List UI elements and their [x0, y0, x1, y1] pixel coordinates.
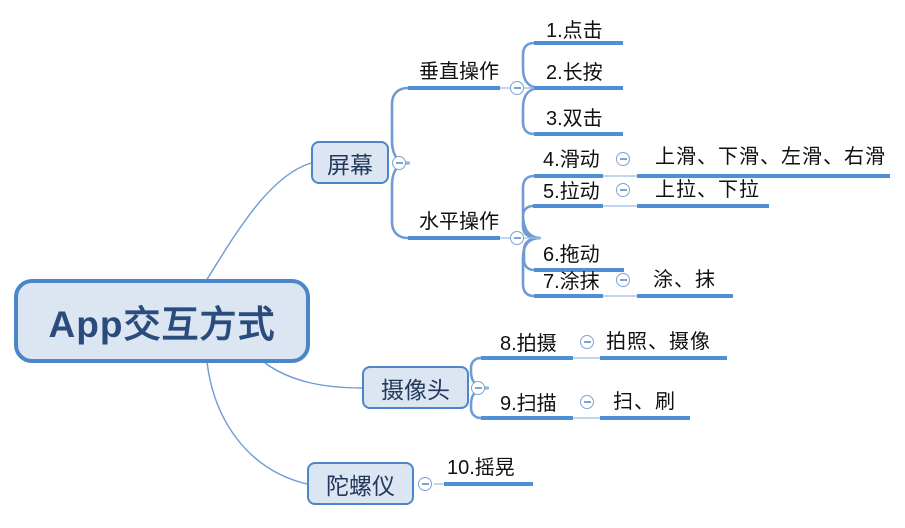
node-details-smear[interactable]: 涂、抹 [653, 269, 716, 291]
node-details-scan[interactable]: 扫、刷 [613, 391, 676, 413]
collapse-toggle-shoot[interactable] [580, 335, 594, 349]
node-label-scan[interactable]: 9.扫描 [500, 393, 557, 415]
root-node[interactable]: App交互方式 [14, 279, 310, 363]
node-label-double-tap[interactable]: 3.双击 [546, 108, 603, 130]
node-details-swipe[interactable]: 上滑、下滑、左滑、右滑 [655, 146, 886, 168]
node-label-swipe[interactable]: 4.滑动 [543, 149, 600, 171]
collapse-toggle-screen[interactable] [392, 156, 406, 170]
node-label-shake[interactable]: 10.摇晃 [447, 457, 515, 479]
node-label-shoot[interactable]: 8.拍摄 [500, 333, 557, 355]
node-label-tap[interactable]: 1.点击 [546, 20, 603, 42]
collapse-toggle-scan[interactable] [580, 395, 594, 409]
bracket-horizontal [521, 174, 542, 298]
node-label-pull[interactable]: 5.拉动 [543, 181, 600, 203]
root-node-label: App交互方式 [48, 304, 276, 345]
node-label-vertical[interactable]: 垂直操作 [419, 61, 499, 83]
node-label-long-press[interactable]: 2.长按 [546, 62, 603, 84]
collapse-toggle-horizontal[interactable] [510, 231, 524, 245]
collapse-toggle-swipe[interactable] [616, 152, 630, 166]
node-details-pull[interactable]: 上拉、下拉 [655, 179, 760, 201]
wire-root-to-gyroscope [206, 361, 308, 485]
wire-root-to-camera [264, 362, 363, 389]
node-label-smear[interactable]: 7.涂抹 [543, 271, 600, 293]
collapse-toggle-smear[interactable] [616, 273, 630, 287]
branch-node-camera-label: 摄像头 [381, 376, 450, 403]
node-label-horizontal[interactable]: 水平操作 [419, 211, 499, 233]
branch-node-screen-label: 屏幕 [327, 151, 373, 178]
bracket-vertical [521, 41, 542, 136]
node-details-shoot[interactable]: 拍照、摄像 [606, 331, 711, 353]
collapse-toggle-pull[interactable] [616, 183, 630, 197]
collapse-toggle-vertical[interactable] [510, 81, 524, 95]
wire-root-to-screen [205, 162, 312, 282]
node-label-drag[interactable]: 6.拖动 [543, 244, 600, 266]
collapse-toggle-gyroscope[interactable] [418, 477, 432, 491]
branch-node-gyroscope[interactable]: 陀螺仪 [307, 462, 414, 505]
branch-node-screen[interactable]: 屏幕 [311, 141, 389, 184]
branch-node-gyroscope-label: 陀螺仪 [326, 472, 395, 499]
branch-node-camera[interactable]: 摄像头 [362, 366, 469, 409]
collapse-toggle-camera[interactable] [471, 381, 485, 395]
